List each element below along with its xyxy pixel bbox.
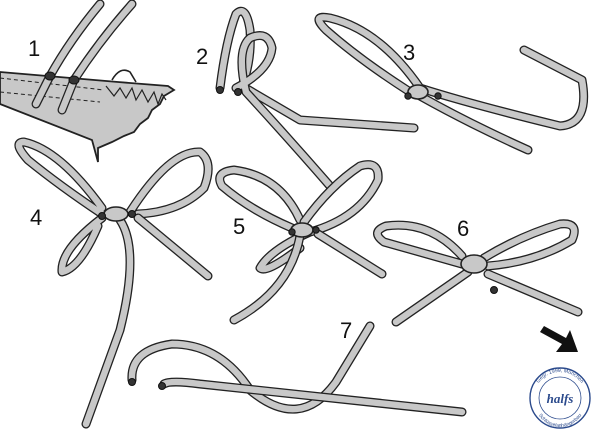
step-number-6: 6 <box>457 216 470 241</box>
step-7-illustration <box>127 321 467 417</box>
stamp-center-text: halfs <box>547 391 574 406</box>
step-number-5: 5 <box>233 214 246 239</box>
shoe-upper <box>0 71 176 163</box>
step-number-2: 2 <box>196 44 209 69</box>
step-4-illustration <box>14 137 213 429</box>
step-2-illustration <box>215 6 419 191</box>
knot-icon <box>103 206 129 222</box>
brand-stamp: Gegr. 1999, München Schlüsselanhängerbau… <box>529 367 591 429</box>
step-5-illustration <box>215 160 387 325</box>
eyelet-icon <box>68 75 80 85</box>
step-3-illustration <box>314 12 589 155</box>
step-number-1: 1 <box>28 36 41 61</box>
knot-icon <box>460 254 488 274</box>
step-number-7: 7 <box>340 318 353 343</box>
knot-icon <box>407 84 429 100</box>
arrow-down-right-icon <box>540 326 578 352</box>
step-1-illustration <box>0 0 176 163</box>
step-number-3: 3 <box>403 40 416 65</box>
shoe-tongue <box>111 69 137 83</box>
eyelet-icon <box>44 71 56 81</box>
step-number-4: 4 <box>30 205 43 230</box>
step-6-illustration <box>373 219 583 327</box>
